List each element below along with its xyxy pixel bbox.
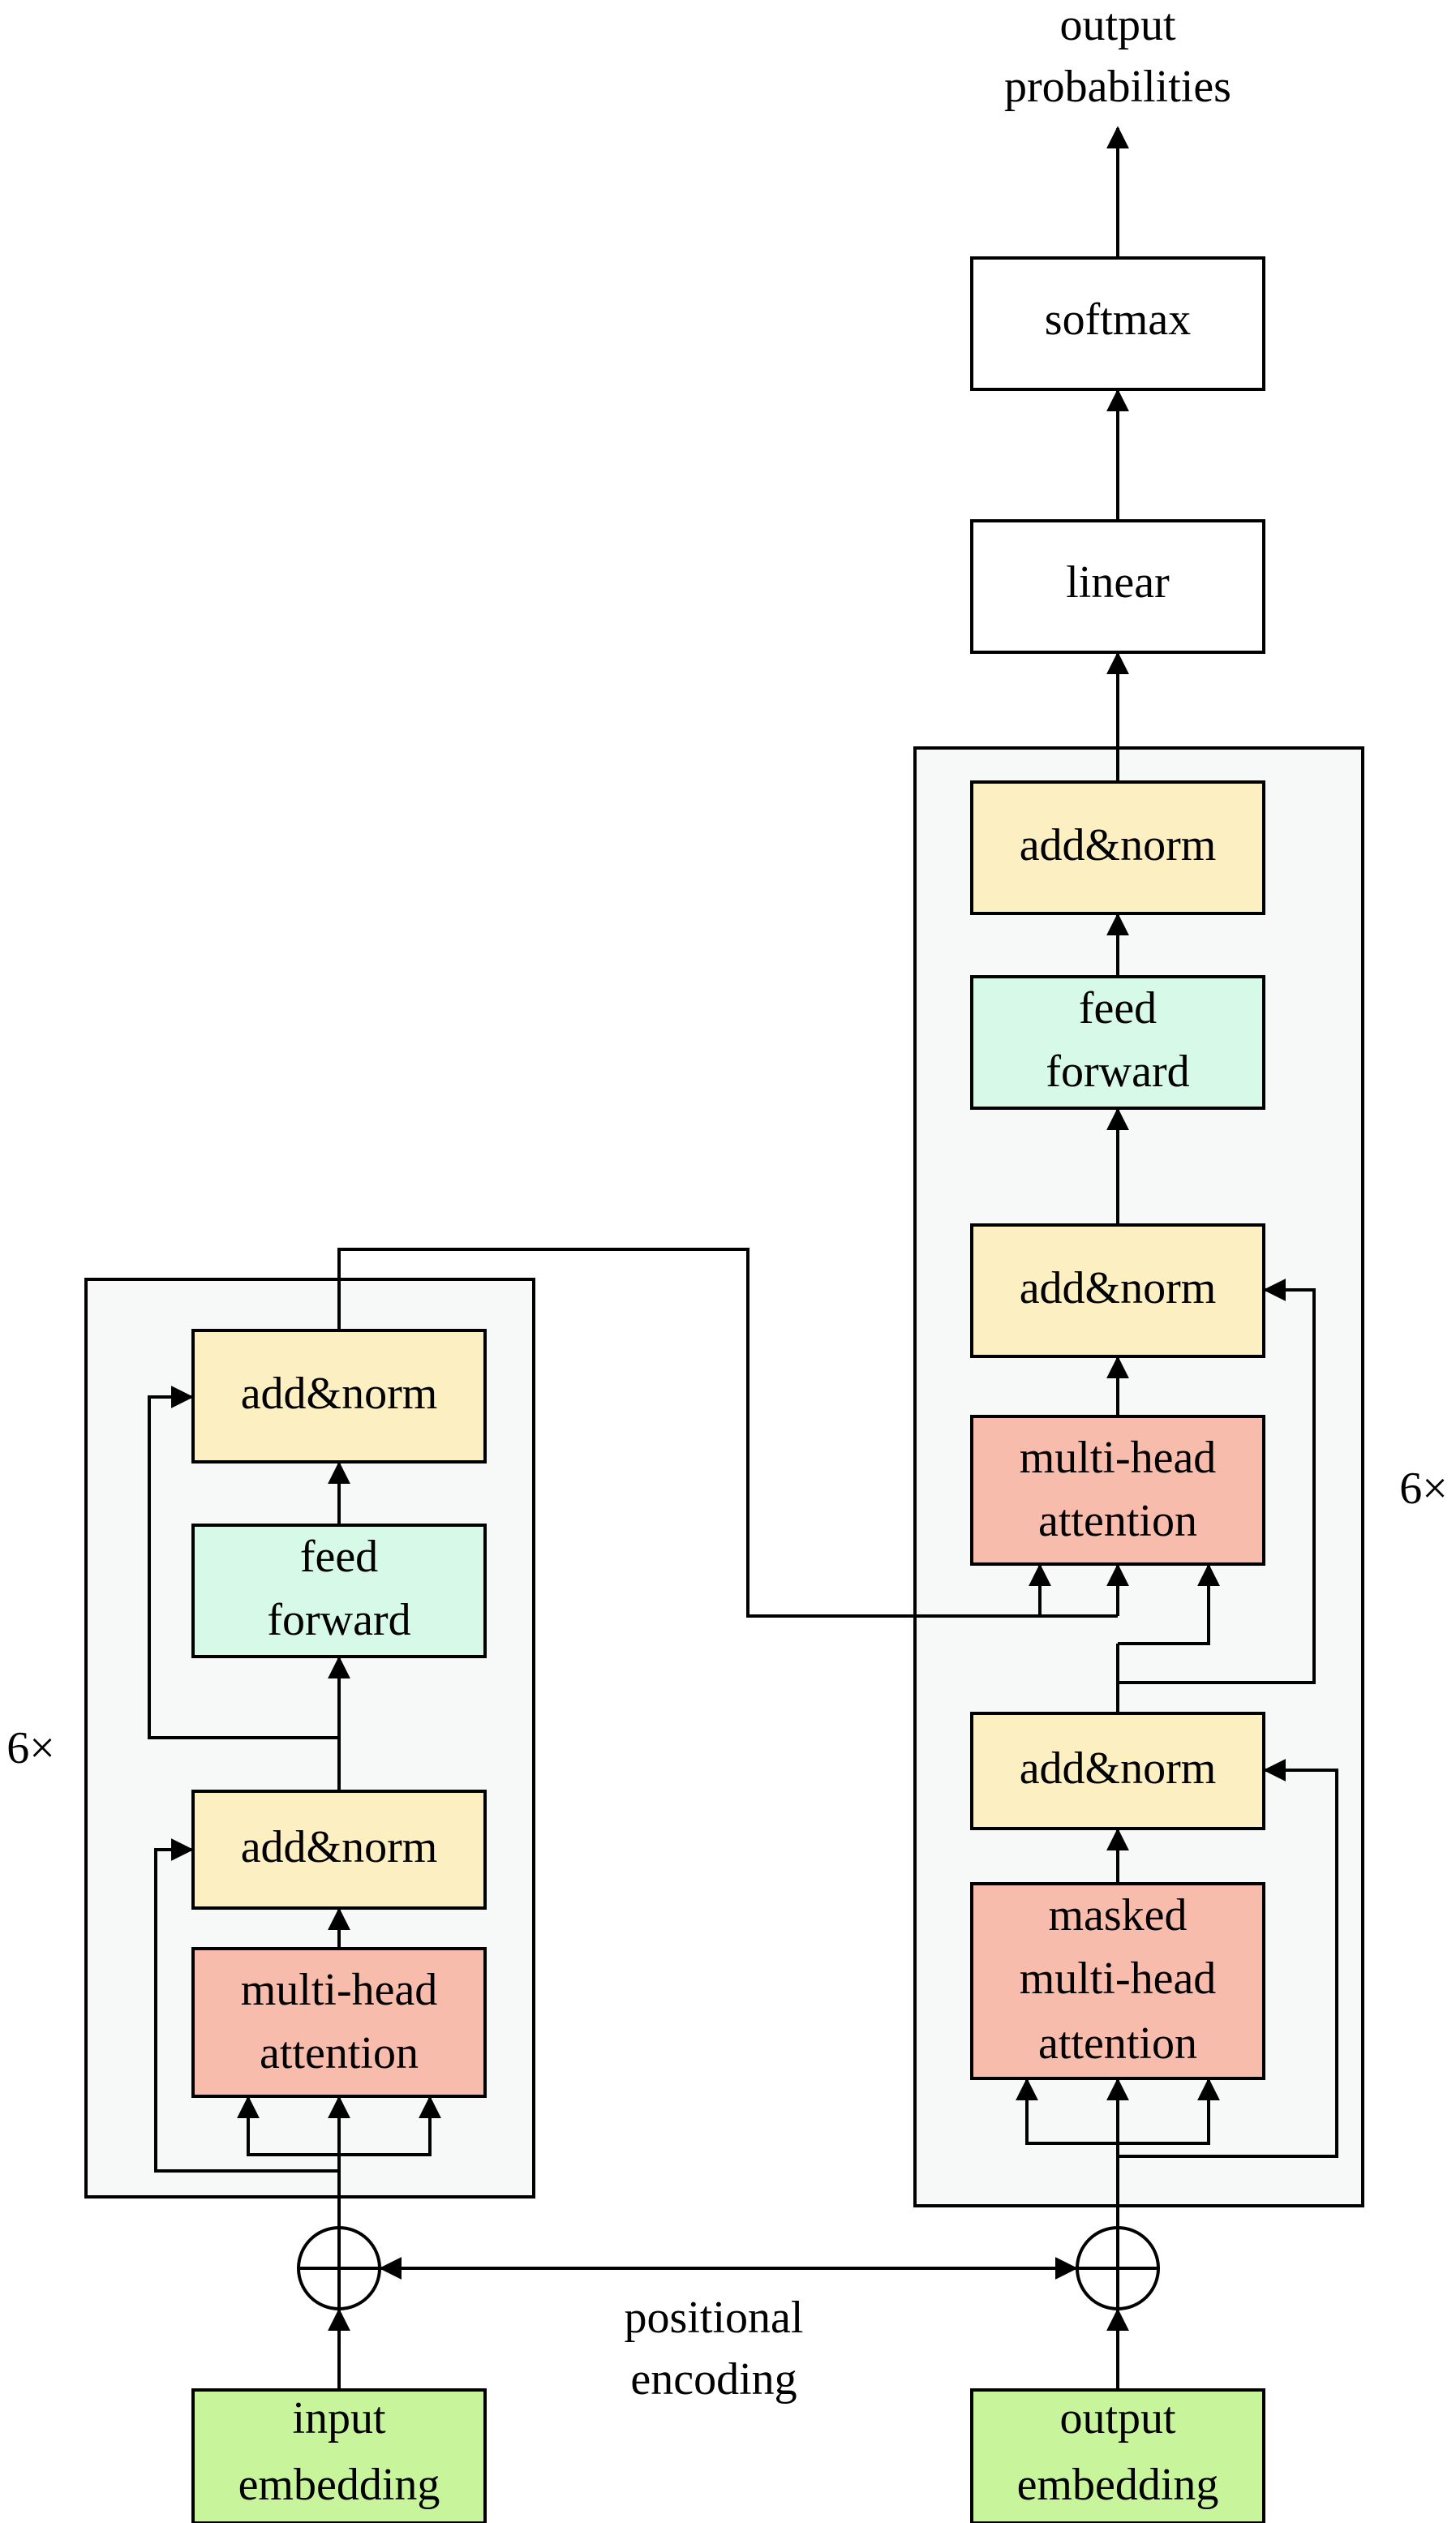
decoder-masked-multi-head-attention — [970, 1882, 1265, 2080]
connectors — [148, 126, 1338, 2390]
positional-encoding-label-2: encoding — [630, 2354, 797, 2405]
decoder-add-norm-bottom — [970, 1712, 1265, 1830]
decoder-repeat-label: 6× — [1399, 1464, 1448, 1514]
positional-encoding-label-1: positional — [625, 2293, 804, 2343]
linear-label: linear — [1066, 557, 1170, 608]
decoder-add-norm-middle — [970, 1223, 1265, 1358]
encoder-feed-forward-label-1: feed — [300, 1532, 378, 1582]
input-embedding — [191, 2388, 487, 2523]
encoder-multi-head-attention — [191, 1947, 487, 2098]
decoder-add-norm-middle-label: add&norm — [1020, 1263, 1217, 1313]
encoder-add-norm-bottom-label: add&norm — [241, 1822, 438, 1872]
decoder-add-norm-top — [970, 780, 1265, 915]
encoder-attention-label-2: attention — [260, 2028, 419, 2078]
encoder-repeat-label: 6× — [6, 1723, 55, 1773]
masked-attention-label-3: attention — [1038, 2018, 1197, 2069]
decoder-add-norm-bottom-label: add&norm — [1020, 1743, 1217, 1794]
decoder-attention-label-1: multi-head — [1020, 1433, 1217, 1483]
output-embedding-label-1: output — [1059, 2393, 1176, 2443]
circle-plus-icon — [1076, 2226, 1160, 2310]
softmax-label: softmax — [1045, 294, 1191, 345]
output-embedding-label-2: embedding — [1017, 2460, 1219, 2510]
encoder-attention-label-1: multi-head — [241, 1965, 438, 2015]
decoder-feed-forward — [970, 975, 1265, 1110]
decoder-feed-forward-label-2: forward — [1046, 1047, 1189, 1097]
decoder-add-norm-top-label: add&norm — [1020, 820, 1217, 870]
encoder-feed-forward — [191, 1524, 487, 1658]
decoder-feed-forward-label-1: feed — [1079, 983, 1157, 1034]
decoder-attention-label-2: attention — [1038, 1496, 1197, 1546]
output-probabilities-label-1: output — [1059, 0, 1176, 50]
encoder-add-norm-top-label: add&norm — [241, 1369, 438, 1419]
input-embedding-label-2: embedding — [238, 2460, 440, 2510]
masked-attention-label-2: multi-head — [1020, 1953, 1217, 2004]
output-probabilities-label-2: probabilities — [1004, 62, 1231, 112]
circle-plus-icon — [297, 2226, 381, 2310]
masked-attention-label-1: masked — [1048, 1890, 1187, 1941]
encoder-feed-forward-label-2: forward — [267, 1595, 410, 1645]
output-embedding — [970, 2388, 1265, 2523]
input-embedding-label-1: input — [292, 2393, 386, 2443]
